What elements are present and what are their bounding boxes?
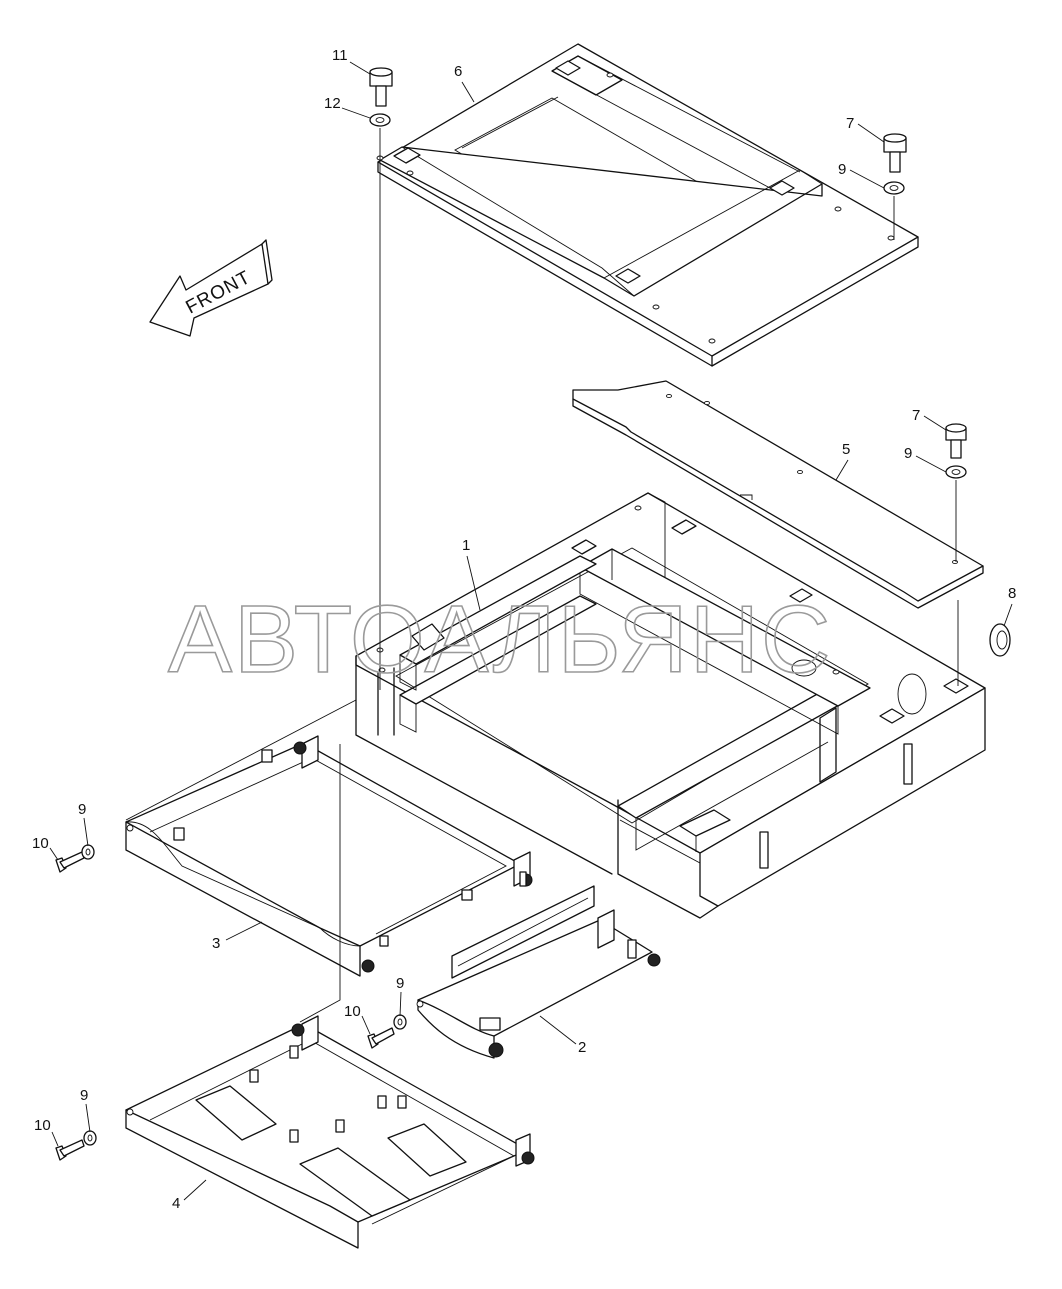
fastener-10-bolt-b bbox=[367, 1014, 407, 1049]
callout-2: 2 bbox=[578, 1039, 586, 1056]
callout-7-lower: 7 bbox=[912, 407, 920, 424]
part-4-bottom-tray bbox=[125, 1015, 535, 1249]
callout-7-upper: 7 bbox=[846, 115, 854, 132]
callout-labels: 1 2 3 4 5 6 7 7 8 9 9 9 9 9 10 10 10 bbox=[32, 47, 1016, 1212]
callout-10-tray-3: 10 bbox=[32, 835, 49, 852]
fastener-9-washer-upper bbox=[883, 181, 905, 195]
callout-12: 12 bbox=[324, 95, 341, 112]
callout-9-upper: 9 bbox=[838, 161, 846, 178]
fastener-10-bolt-a bbox=[55, 844, 95, 873]
assembly-guide-lines bbox=[125, 128, 959, 1023]
callout-6: 6 bbox=[454, 63, 462, 80]
callout-5: 5 bbox=[842, 441, 850, 458]
fastener-11-bolt bbox=[369, 67, 393, 107]
part-3-side-tray bbox=[125, 735, 533, 977]
part-2-bracket-tray bbox=[416, 885, 661, 1059]
fastener-9-washer-lower bbox=[945, 465, 967, 479]
part-6-cover-plate bbox=[376, 43, 919, 367]
fastener-12-washer bbox=[369, 113, 391, 127]
callout-4: 4 bbox=[172, 1195, 180, 1212]
callout-9-tray-2: 9 bbox=[396, 975, 404, 992]
callout-10-tray-2: 10 bbox=[344, 1003, 361, 1020]
callout-10-tray-4: 10 bbox=[34, 1117, 51, 1134]
front-direction-arrow: FRONT bbox=[149, 239, 273, 337]
callout-9-lower: 9 bbox=[904, 445, 912, 462]
part-5-flat-plate bbox=[572, 380, 984, 609]
part-1-main-frame bbox=[355, 492, 986, 919]
callout-11: 11 bbox=[332, 47, 348, 64]
callout-1: 1 bbox=[462, 537, 470, 554]
callout-3: 3 bbox=[212, 935, 220, 952]
callout-9-tray-4: 9 bbox=[80, 1087, 88, 1104]
watermark-text: АВТОАЛЬЯНС bbox=[168, 586, 832, 693]
part-8-grommet bbox=[989, 623, 1011, 657]
fastener-7-bolt-lower bbox=[945, 423, 967, 459]
callout-8: 8 bbox=[1008, 585, 1016, 602]
callout-9-tray-3: 9 bbox=[78, 801, 86, 818]
fastener-7-bolt-upper bbox=[883, 133, 907, 173]
fastener-10-bolt-c bbox=[55, 1130, 97, 1161]
